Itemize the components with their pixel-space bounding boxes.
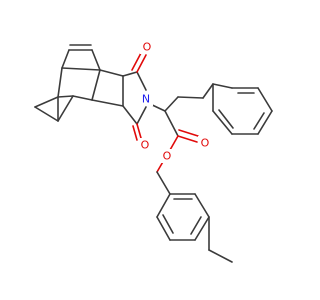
bicyclic-cage [57,44,124,122]
imide-ring [122,52,166,141]
ethyl-group [208,216,233,263]
phenyl-ring [212,83,273,135]
benzyl-side-chain [164,83,214,112]
oxygen-imide-top-label: O [143,41,152,54]
atom-labels: O N O O O [138,40,212,163]
ethylphenyl-ring [156,171,210,241]
structure-canvas: O N O O O [34,40,273,263]
cyclopropane-ring [34,95,74,122]
oxygen-ester-carbonyl-label: O [201,137,210,150]
nitrogen-imide-label: N [142,93,150,106]
molecule-structure: O N O O O [34,40,273,263]
oxygen-ester-link-label: O [163,150,172,163]
oxygen-imide-bottom-label: O [141,139,150,152]
